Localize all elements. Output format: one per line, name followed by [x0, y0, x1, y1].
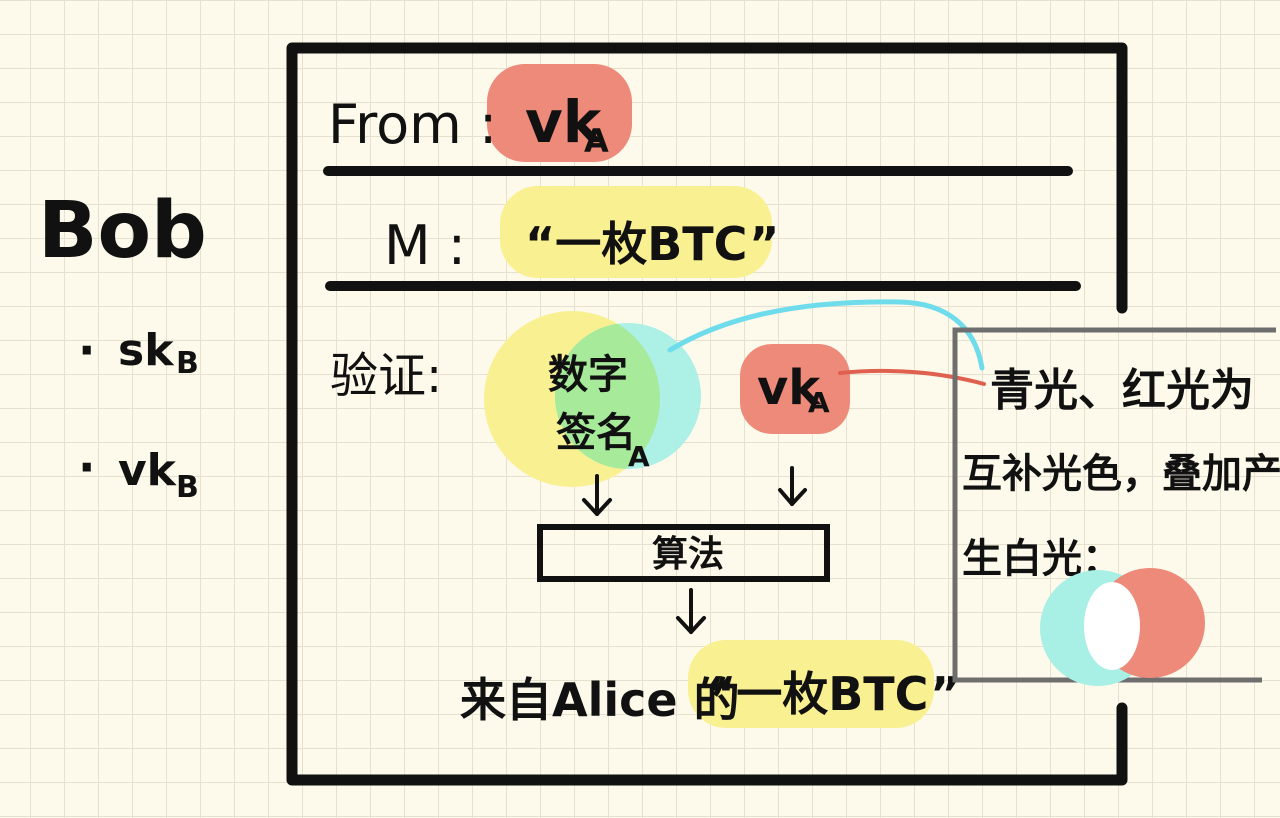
result-prefix: 来自Alice 的 — [460, 673, 740, 727]
verify-key: vk — [757, 360, 821, 416]
from-label: From : — [328, 93, 497, 156]
algorithm-label: 算法 — [652, 534, 724, 575]
algorithm-box — [537, 524, 830, 582]
message-value: “一枚BTC” — [525, 217, 779, 271]
key-bullet: · — [78, 440, 95, 494]
verify-label: 验证: — [330, 348, 442, 404]
arrow-down — [676, 588, 706, 634]
red-connector — [838, 368, 986, 386]
secret-key-label: sk — [118, 325, 175, 376]
note-line1: 青光、红光为 — [990, 365, 1254, 416]
signature-venn — [484, 311, 701, 487]
from-value-subscript: A — [584, 122, 609, 160]
message-highlight — [500, 186, 772, 278]
result-value: “一枚BTC” — [706, 667, 960, 721]
signature-line2: 签名 — [556, 410, 636, 456]
key-bullet: · — [78, 323, 95, 377]
message-label: M : — [384, 214, 466, 277]
signature-subscript: A — [628, 440, 650, 473]
note-line2: 互补光色，叠加产 — [962, 451, 1280, 497]
arrow-down — [582, 474, 612, 516]
signature-line1: 数字 — [548, 352, 628, 398]
verify-key-subscript: A — [808, 386, 830, 419]
verify-key-subscript: B — [176, 470, 199, 505]
green-overlap — [555, 323, 660, 469]
from-value: vk — [525, 88, 603, 156]
secret-key-subscript: B — [176, 346, 199, 381]
person-key-list: · sk B · vk B — [78, 323, 199, 505]
white-overlap — [1084, 582, 1140, 670]
verify-key-highlight — [740, 344, 850, 434]
result-highlight — [688, 640, 934, 728]
message-box-frame — [286, 42, 1128, 786]
arrow-down — [778, 466, 807, 506]
person-name: Bob — [38, 186, 207, 276]
color-mix-venn — [1040, 568, 1205, 686]
verify-key-label: vk — [118, 445, 178, 496]
from-highlight — [487, 64, 632, 162]
